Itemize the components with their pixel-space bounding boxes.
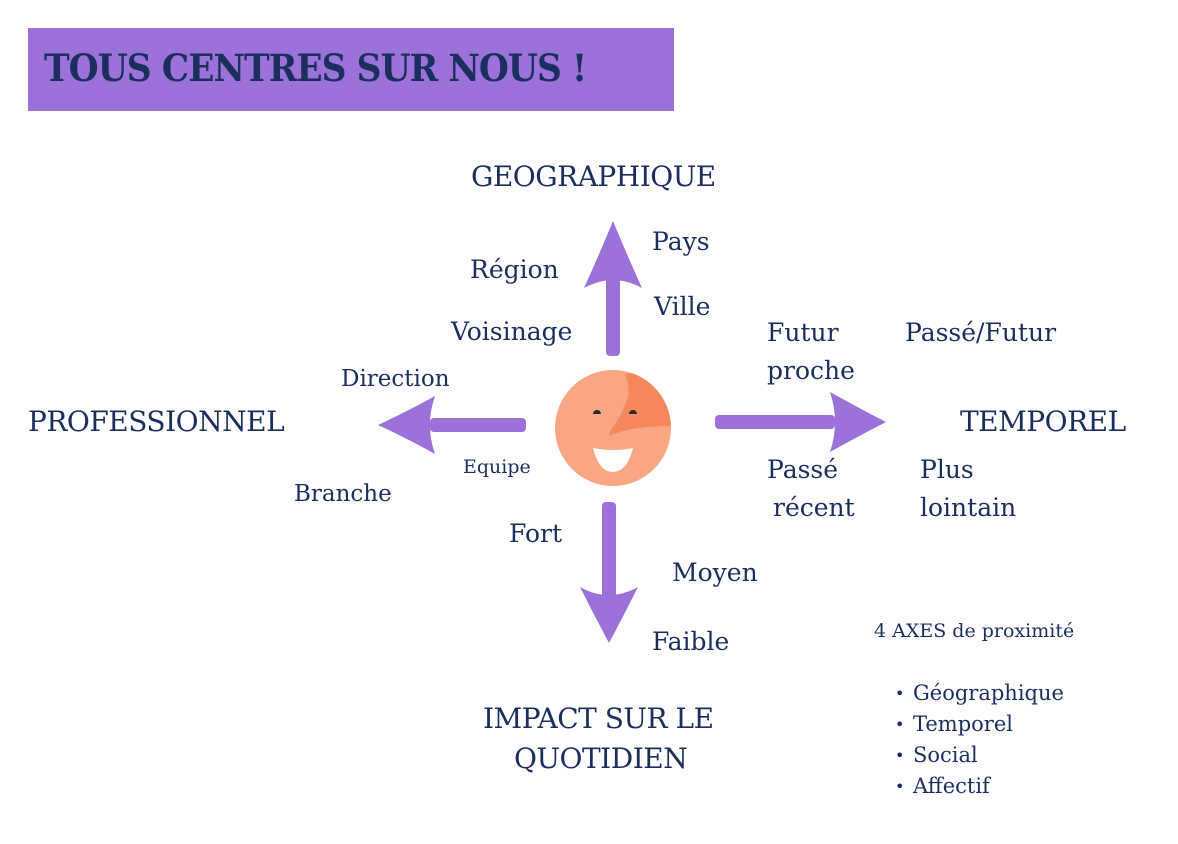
label-voisinage: Voisinage: [451, 317, 573, 346]
axis-title-temporel: TEMPOREL: [960, 405, 1126, 438]
axis-title-geographique: GEOGRAPHIQUE: [471, 160, 716, 193]
page-title: TOUS CENTRES SUR NOUS !: [44, 46, 587, 90]
legend-item-affectif: Affectif: [893, 771, 1064, 802]
label-ville: Ville: [654, 292, 711, 321]
label-passe: Passé: [767, 455, 839, 484]
label-passe-futur: Passé/Futur: [905, 318, 1057, 347]
label-faible: Faible: [652, 627, 730, 656]
arrow-up-icon: [584, 221, 642, 356]
legend-item-social: Social: [893, 740, 1064, 771]
smiley-face-icon: [555, 370, 671, 486]
label-lointain: lointain: [920, 493, 1017, 522]
label-plus: Plus: [920, 455, 974, 484]
label-recent: récent: [773, 493, 855, 522]
axis-title-professionnel: PROFESSIONNEL: [28, 405, 285, 438]
arrow-left-icon: [378, 396, 526, 454]
label-equipe: Equipe: [463, 456, 531, 478]
axis-title-impact-line1: IMPACT SUR LE: [483, 702, 714, 735]
label-moyen: Moyen: [672, 558, 758, 587]
label-pays: Pays: [652, 227, 710, 256]
title-banner: TOUS CENTRES SUR NOUS !: [28, 28, 674, 111]
arrow-right-icon: [715, 392, 886, 452]
label-branche: Branche: [294, 481, 392, 507]
label-futur: Futur: [767, 318, 839, 347]
label-region: Région: [470, 255, 559, 284]
legend-heading: 4 AXES de proximité: [874, 620, 1075, 642]
label-fort: Fort: [509, 519, 563, 548]
legend-item-temporel: Temporel: [893, 709, 1064, 740]
legend-list: Géographique Temporel Social Affectif: [893, 678, 1064, 802]
arrow-down-icon: [580, 502, 638, 643]
label-proche: proche: [767, 356, 855, 385]
label-direction: Direction: [341, 366, 450, 392]
legend-item-geographique: Géographique: [893, 678, 1064, 709]
axis-title-impact-line2: QUOTIDIEN: [514, 742, 688, 775]
